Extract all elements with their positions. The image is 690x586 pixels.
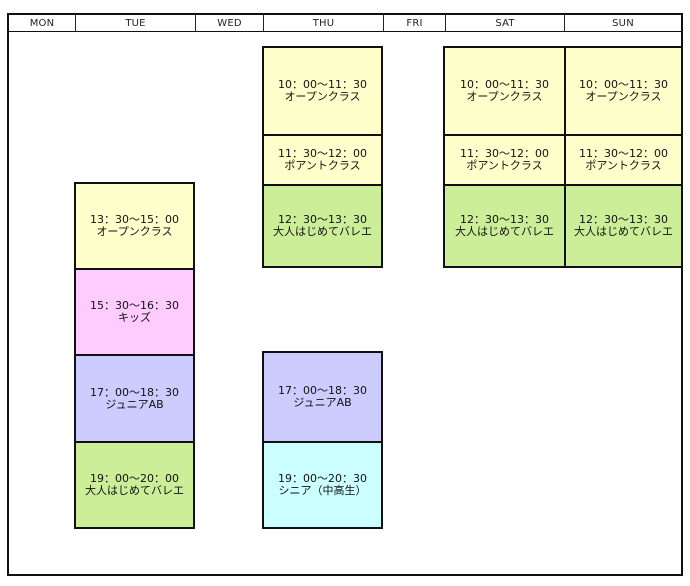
class-name: オープンクラス bbox=[96, 225, 173, 238]
class-time: 13：30〜15：00 bbox=[90, 213, 179, 226]
class-name: ポアントクラス bbox=[585, 159, 662, 172]
class-slot[interactable]: 12：30〜13：30 大人はじめてバレエ bbox=[445, 184, 564, 266]
class-time: 10：00〜11：30 bbox=[579, 78, 668, 91]
class-name: オープンクラス bbox=[284, 90, 361, 103]
class-time: 15：30〜16：30 bbox=[90, 299, 179, 312]
class-name: 大人はじめてバレエ bbox=[85, 484, 184, 497]
class-name: オープンクラス bbox=[466, 90, 543, 103]
day-thu: THU bbox=[264, 15, 384, 31]
day-tue: TUE bbox=[76, 15, 196, 31]
class-name: キッズ bbox=[118, 311, 151, 324]
class-time: 19：00〜20：30 bbox=[278, 472, 367, 485]
class-time: 11：30〜12：00 bbox=[460, 147, 549, 160]
class-slot[interactable]: 11：30〜12：00 ポアントクラス bbox=[566, 134, 681, 184]
sat-column: 10：00〜11：30 オープンクラス 11：30〜12：00 ポアントクラス … bbox=[445, 48, 564, 266]
class-time: 12：30〜13：30 bbox=[460, 213, 549, 226]
class-slot[interactable]: 17：00〜18：30 ジュニアAB bbox=[264, 353, 381, 441]
class-time: 10：00〜11：30 bbox=[278, 78, 367, 91]
day-mon: MON bbox=[9, 15, 76, 31]
class-name: ポアントクラス bbox=[466, 159, 543, 172]
class-slot[interactable]: 13：30〜15：00 オープンクラス bbox=[76, 184, 193, 268]
class-slot[interactable]: 19：00〜20：30 シニア（中高生） bbox=[264, 441, 381, 527]
column-divider bbox=[564, 48, 566, 266]
class-time: 17：00〜18：30 bbox=[90, 385, 179, 399]
class-slot[interactable]: 12：30〜13：30 大人はじめてバレエ bbox=[264, 184, 381, 266]
class-name: シニア（中高生） bbox=[278, 484, 367, 497]
class-time: 11：30〜12：00 bbox=[278, 147, 367, 160]
class-time: 17：00〜18：30 bbox=[278, 384, 367, 397]
thu-morning-block: 10：00〜11：30 オープンクラス 11：30〜12：00 ポアントクラス … bbox=[262, 46, 383, 268]
class-time: 11：30〜12：00 bbox=[579, 147, 668, 160]
class-slot[interactable]: 10：00〜11：30 オープンクラス bbox=[566, 48, 681, 134]
class-time: 10：00〜11：30 bbox=[460, 78, 549, 91]
class-slot[interactable]: 10：00〜11：30 オープンクラス bbox=[264, 48, 381, 134]
class-slot[interactable]: 19：00〜20：00 大人はじめてバレエ bbox=[76, 441, 193, 527]
class-name: 大人はじめてバレエ bbox=[455, 225, 554, 238]
day-fri: FRI bbox=[384, 15, 446, 31]
day-sat: SAT bbox=[446, 15, 565, 31]
class-time: 19：00〜20：00 bbox=[90, 472, 179, 485]
tue-schedule-block: 13：30〜15：00 オープンクラス 15：30〜16：30 キッズ 17：0… bbox=[74, 182, 195, 529]
class-slot[interactable]: 11：30〜12：00 ポアントクラス bbox=[445, 134, 564, 184]
class-time: 12：30〜13：30 bbox=[278, 213, 367, 226]
day-sun: SUN bbox=[612, 17, 634, 29]
thu-evening-block: 17：00〜18：30 ジュニアAB 19：00〜20：30 シニア（中高生） bbox=[262, 351, 383, 529]
class-name: ポアントクラス bbox=[284, 159, 361, 172]
class-slot[interactable]: 15：30〜16：30 キッズ bbox=[76, 268, 193, 354]
class-slot[interactable]: 10：00〜11：30 オープンクラス bbox=[445, 48, 564, 134]
class-name: ジュニアAB bbox=[105, 397, 164, 411]
day-header-row: MON TUE WED THU FRI SAT SUN bbox=[9, 15, 681, 32]
class-name: ジュニアAB bbox=[293, 396, 352, 409]
sun-column: 10：00〜11：30 オープンクラス 11：30〜12：00 ポアントクラス … bbox=[566, 48, 681, 266]
class-slot[interactable]: 11：30〜12：00 ポアントクラス bbox=[264, 134, 381, 184]
class-time: 12：30〜13：30 bbox=[579, 213, 668, 226]
day-wed: WED bbox=[196, 15, 264, 31]
weekend-block: 10：00〜11：30 オープンクラス 11：30〜12：00 ポアントクラス … bbox=[443, 46, 683, 268]
class-name: 大人はじめてバレエ bbox=[574, 225, 673, 238]
class-slot[interactable]: 12：30〜13：30 大人はじめてバレエ bbox=[566, 184, 681, 266]
class-name: 大人はじめてバレエ bbox=[273, 225, 372, 238]
class-slot[interactable]: 17：00〜18：30 ジュニアAB bbox=[76, 354, 193, 441]
class-name: オープンクラス bbox=[585, 90, 662, 103]
